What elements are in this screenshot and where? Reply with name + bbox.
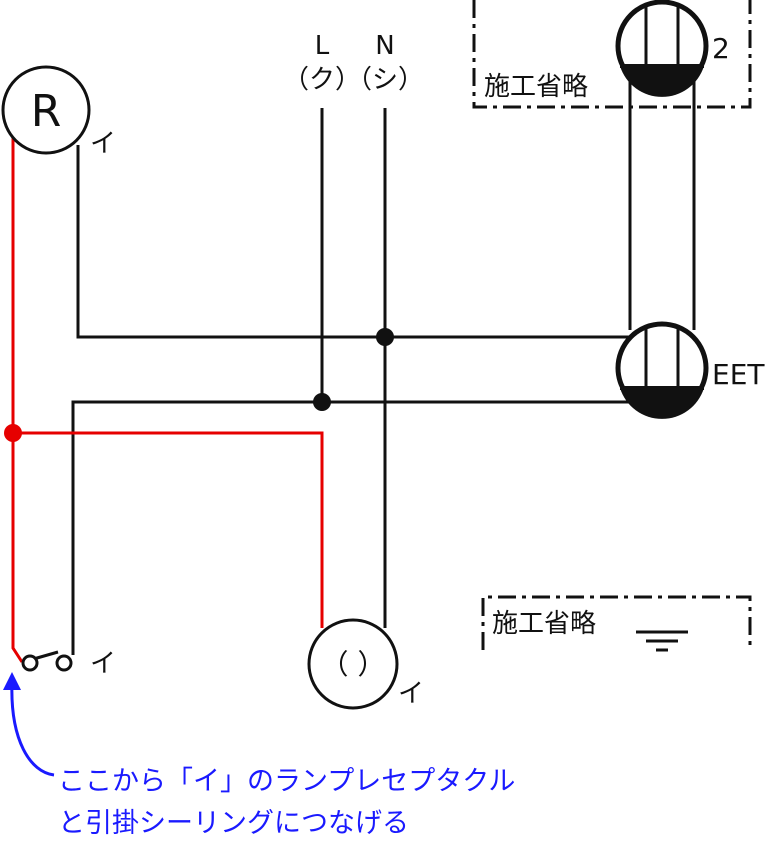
switch-symbol xyxy=(21,650,73,672)
label-i-R: イ xyxy=(90,129,116,159)
omit-box-bottom xyxy=(481,595,752,650)
label-eet: EET xyxy=(712,358,765,391)
red-wires xyxy=(11,138,324,663)
label-L-sub: （ク） xyxy=(283,65,361,95)
label-N: N xyxy=(375,31,394,61)
annotation-line1: ここから「イ」のランプレセプタクル xyxy=(58,766,515,797)
junction-dot-N xyxy=(376,328,394,346)
wire-switch-to-box xyxy=(71,400,630,655)
wire-R-to-box xyxy=(76,145,630,339)
annotation-line2: と引掛シーリングにつなげる xyxy=(58,808,409,839)
red-wire-main xyxy=(11,138,24,663)
fixture-R-label: R xyxy=(31,86,62,137)
label-i-switch: イ xyxy=(90,649,116,679)
annotation-arrow xyxy=(3,672,55,777)
black-wires xyxy=(71,80,696,655)
label-omit-top: 施工省略 xyxy=(484,72,588,102)
label-omit-bottom: 施工省略 xyxy=(492,609,596,639)
fixture-R xyxy=(1,65,91,155)
label-count-2: 2 xyxy=(712,32,730,65)
receptacle-label: （ ） xyxy=(321,648,386,681)
junction-dot-L xyxy=(313,393,331,411)
junction-dot-red xyxy=(4,424,22,442)
receptacle-symbol xyxy=(307,618,399,710)
outlet-eet-symbol xyxy=(615,321,709,419)
outlet-2-symbol xyxy=(615,0,709,97)
label-i-receptacle: イ xyxy=(398,679,424,709)
label-N-sub: （シ） xyxy=(346,65,424,95)
ground-icon xyxy=(636,630,688,652)
red-wire-branch xyxy=(13,431,324,628)
omit-box-top xyxy=(472,0,752,109)
label-L: L xyxy=(315,31,330,61)
